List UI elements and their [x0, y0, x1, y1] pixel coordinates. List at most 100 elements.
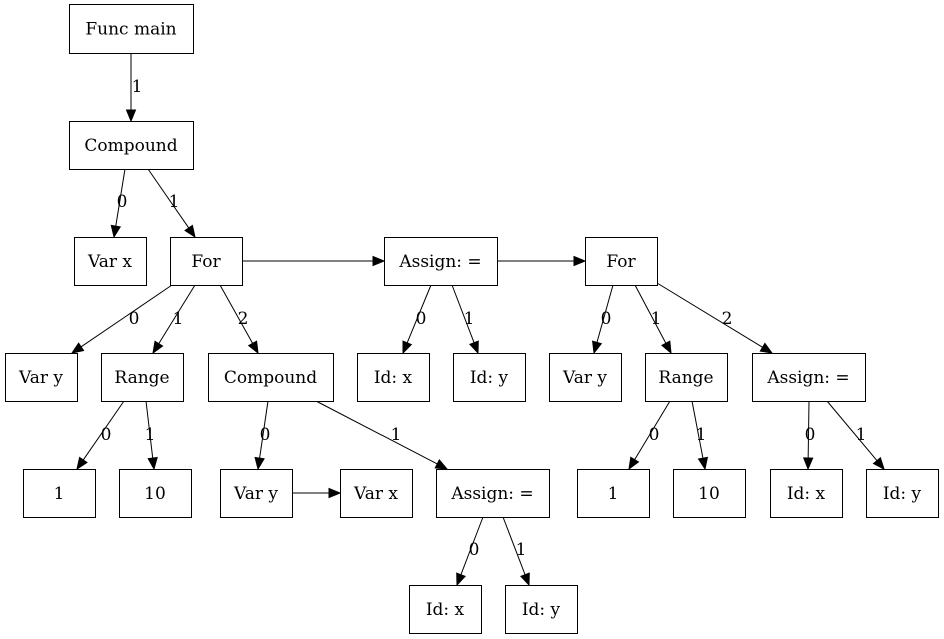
edge-for2_assign-to-for2_assign_id_x: 0	[802, 400, 815, 471]
arrowhead-icon	[254, 456, 265, 471]
edge-label: 1	[696, 425, 707, 445]
edge-line	[691, 400, 704, 459]
arrowhead-icon	[70, 342, 85, 354]
edge-compound_main-to-for_1: 1	[147, 168, 196, 239]
arrowhead-icon	[661, 340, 672, 355]
node-box	[549, 353, 622, 402]
edge-for_2-to-for2_range: 1	[634, 284, 672, 355]
edge-for2_range-to-for2_range_start: 0	[628, 400, 671, 471]
node-for2-range: Range	[645, 353, 728, 402]
edge-line	[158, 284, 196, 344]
node-box	[69, 4, 194, 54]
node-for2-assign-id-x: Id: x	[770, 469, 843, 518]
node-label: Compound	[224, 368, 317, 388]
node-label: Range	[114, 368, 169, 388]
edge-label: 1	[856, 425, 867, 445]
node-for2-assign: Assign: =	[752, 353, 866, 402]
node-for1-body-assign-id-x: Id: x	[409, 585, 482, 634]
edge-for2_assign-to-for2_assign_id_y: 1	[826, 400, 885, 471]
edge-label: 1	[391, 425, 402, 445]
node-assign-top-id-y: Id: y	[453, 353, 526, 402]
arrowhead-icon	[247, 340, 259, 355]
edge-line	[259, 400, 269, 459]
edge-label: 2	[238, 309, 249, 329]
edge-line	[219, 284, 254, 344]
node-label: For	[191, 252, 221, 272]
edge-label: 1	[132, 77, 143, 97]
node-label: Id: y	[522, 600, 561, 620]
node-box	[577, 469, 650, 518]
node-label: 10	[698, 484, 720, 504]
edge-line	[656, 282, 763, 348]
node-label: Var x	[87, 252, 132, 272]
node-for1-body-assign-id-y: Id: y	[505, 585, 578, 634]
edge-for_1-to-assign_top	[242, 255, 386, 267]
edge-line	[82, 400, 125, 461]
node-for2-range-end: 10	[673, 469, 746, 518]
arrowhead-icon	[520, 572, 530, 587]
node-box	[69, 121, 194, 170]
node-var-x-decl: Var x	[74, 237, 147, 286]
edge-line	[451, 284, 475, 343]
node-for1-compound: Compound	[208, 353, 334, 402]
arrowhead-icon	[573, 255, 587, 267]
node-box	[453, 353, 526, 402]
edge-label: 1	[516, 540, 527, 560]
arrowhead-icon	[592, 340, 603, 355]
node-label: Var y	[562, 368, 607, 388]
node-box	[220, 469, 293, 518]
node-box	[340, 469, 413, 518]
edge-line	[807, 400, 810, 459]
arrowhead-icon	[328, 487, 342, 499]
node-box	[409, 585, 482, 634]
edge-label: 0	[101, 425, 112, 445]
arrowhead-icon	[147, 456, 158, 471]
node-box	[23, 469, 96, 518]
node-box	[384, 237, 498, 286]
node-box	[866, 469, 939, 518]
edge-for1_body_assign-to-for1_body_assign_id_y: 1	[502, 516, 530, 587]
node-label: Assign: =	[450, 484, 533, 504]
node-assign-top-id-x: Id: x	[357, 353, 430, 402]
node-label: Id: y	[883, 484, 922, 504]
node-box	[505, 585, 578, 634]
edge-line	[406, 284, 432, 344]
edge-for1_compound-to-for1_body_assign: 1	[315, 400, 449, 470]
node-for1-range-end: 10	[119, 469, 192, 518]
node-label: Compound	[84, 136, 177, 156]
node-label: Id: x	[426, 600, 465, 620]
edge-assign_top-to-assign_top_id_x: 0	[402, 284, 432, 355]
node-func-main: Func main	[69, 4, 194, 54]
edge-for_1-to-for1_range: 1	[152, 284, 196, 355]
node-box	[170, 237, 243, 286]
edge-line	[634, 400, 671, 460]
node-label: Var y	[18, 368, 63, 388]
edge-label: 0	[117, 192, 128, 212]
node-for1-body-var-x: Var x	[340, 469, 413, 518]
edge-line	[145, 400, 154, 459]
edge-func_main-to-compound_main: 1	[125, 53, 143, 123]
node-label: Id: y	[470, 368, 509, 388]
node-for1-var-y: Var y	[5, 353, 78, 402]
arrowhead-icon	[456, 572, 466, 587]
node-assign-top: Assign: =	[384, 237, 498, 286]
arrowhead-icon	[402, 340, 413, 355]
node-box	[645, 353, 728, 402]
node-compound-main: Compound	[69, 121, 194, 170]
node-box	[770, 469, 843, 518]
edge-for_1-to-for1_var_y: 0	[70, 284, 173, 354]
arrowhead-icon	[184, 224, 196, 239]
edge-assign_top-to-for_2	[497, 255, 587, 267]
node-box	[208, 353, 334, 402]
edge-label: 1	[464, 309, 475, 329]
edge-label: 2	[722, 309, 733, 329]
node-for-2: For	[585, 237, 658, 286]
node-box	[119, 469, 192, 518]
edge-line	[115, 168, 126, 227]
edge-for_2-to-for2_assign: 2	[656, 282, 774, 354]
edge-label: 0	[649, 425, 660, 445]
node-label: 1	[608, 484, 619, 504]
edge-label: 1	[651, 309, 662, 329]
